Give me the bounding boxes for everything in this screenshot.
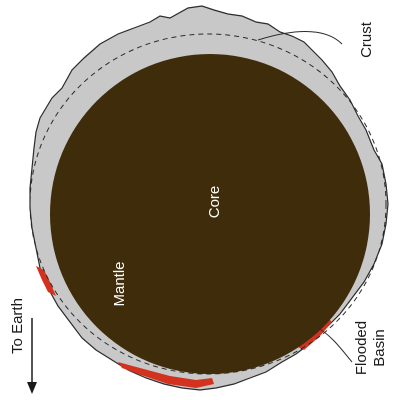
label-mantle: Mantle [111,261,128,306]
label-core: Core [206,186,223,219]
label-crust: Crust [358,21,375,58]
label-flooded: Flooded [353,321,370,375]
label-basin: Basin [371,329,388,367]
label-to-earth: To Earth [9,298,26,354]
to-earth-arrow-head [27,382,37,394]
